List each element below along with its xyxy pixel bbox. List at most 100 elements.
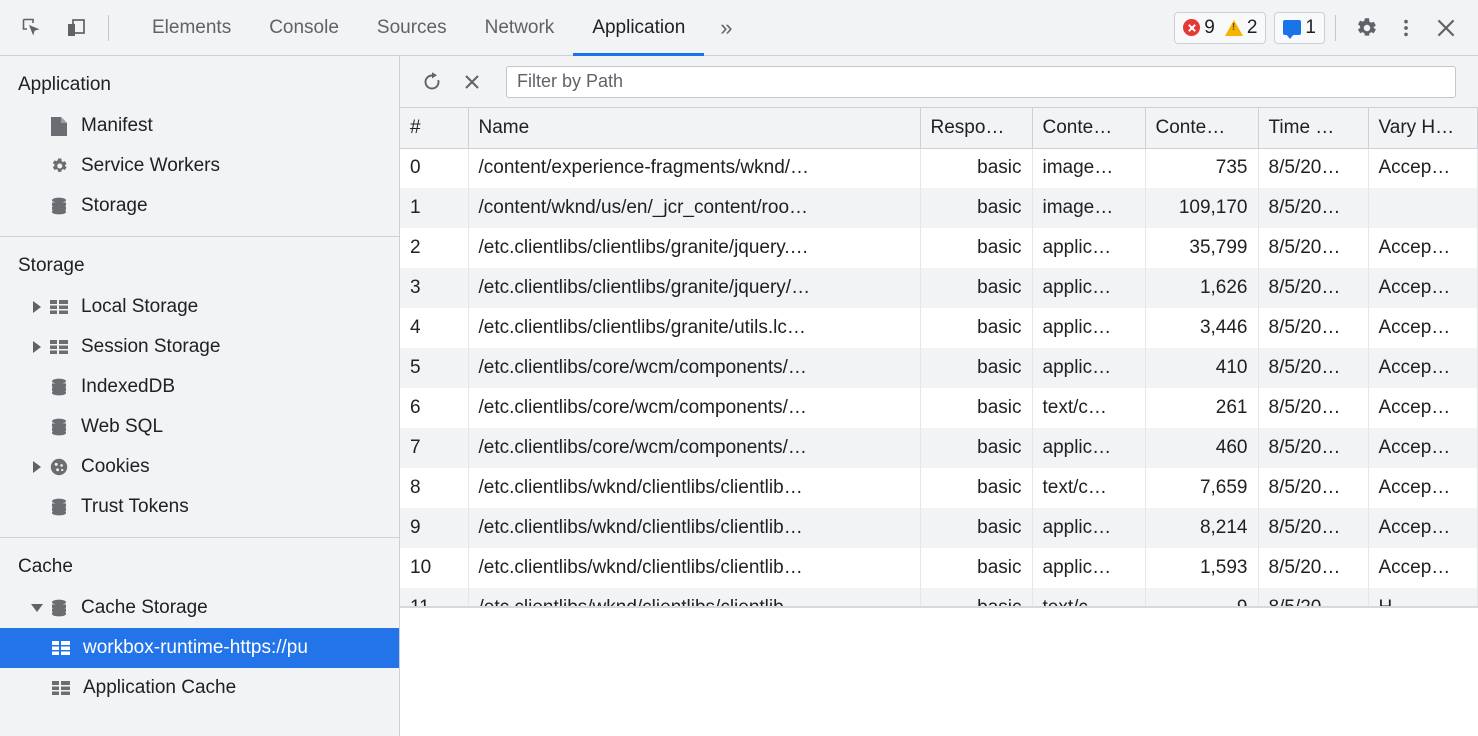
device-toolbar-icon[interactable] <box>54 6 98 50</box>
sidebar-item-label: Storage <box>81 195 148 216</box>
cell-content-type: applic… <box>1032 308 1146 348</box>
table-row[interactable]: 1 /content/wknd/us/en/_jcr_content/roo… … <box>400 188 1478 228</box>
cell-content-length: 261 <box>1145 388 1259 428</box>
error-counter[interactable]: 9 <box>1183 17 1215 39</box>
column-header-time-cached[interactable]: Time … <box>1258 108 1369 149</box>
column-header-vary-header[interactable]: Vary H… <box>1368 108 1478 149</box>
cell-vary-header: Accep… <box>1368 468 1478 508</box>
sidebar-item-indexeddb[interactable]: IndexedDB <box>0 367 399 407</box>
cell-index: 9 <box>400 508 469 548</box>
cell-content-type: text/c… <box>1032 468 1146 508</box>
refresh-icon[interactable] <box>412 62 452 102</box>
column-header-index[interactable]: # <box>400 108 469 149</box>
cache-entries-table-container[interactable]: # Name Respo… Conte… Conte… Time … Vary … <box>400 108 1478 608</box>
cell-time-cached: 8/5/20… <box>1258 588 1369 606</box>
tab-label: Network <box>484 16 555 38</box>
table-body: 0 /content/experience-fragments/wknd/… b… <box>400 148 1478 606</box>
column-header-content-type[interactable]: Conte… <box>1032 108 1146 149</box>
cell-index: 11 <box>400 588 469 606</box>
cell-index: 1 <box>400 188 469 228</box>
cell-vary-header: Accep… <box>1368 228 1478 268</box>
tab-elements[interactable]: Elements <box>133 0 250 56</box>
sidebar-item-manifest[interactable]: Manifest <box>0 106 399 146</box>
sidebar-item-local-storage[interactable]: Local Storage <box>0 287 399 327</box>
more-options-icon[interactable] <box>1386 6 1426 50</box>
sidebar-item-cache-storage[interactable]: Cache Storage <box>0 588 399 628</box>
cell-name: /etc.clientlibs/wknd/clientlibs/clientli… <box>468 548 921 588</box>
cell-time-cached: 8/5/20… <box>1258 468 1369 508</box>
table-row[interactable]: 0 /content/experience-fragments/wknd/… b… <box>400 148 1478 188</box>
cell-name: /etc.clientlibs/clientlibs/granite/utils… <box>468 308 921 348</box>
gear-icon[interactable] <box>1346 6 1386 50</box>
sidebar-item-web-sql[interactable]: Web SQL <box>0 407 399 447</box>
sidebar-section-title: Application <box>18 74 111 95</box>
tab-console[interactable]: Console <box>250 0 358 56</box>
tab-application[interactable]: Application <box>573 0 705 56</box>
table-row[interactable]: 6 /etc.clientlibs/core/wcm/components/… … <box>400 388 1478 428</box>
table-row[interactable]: 2 /etc.clientlibs/clientlibs/granite/jqu… <box>400 228 1478 268</box>
sidebar-section-title: Storage <box>18 255 85 276</box>
sidebar-section-cache: Cache Cache Stor <box>0 538 399 718</box>
table-icon <box>48 336 70 358</box>
table-row[interactable]: 11 /etc.clientlibs/wknd/clientlibs/clien… <box>400 588 1478 606</box>
tab-network[interactable]: Network <box>466 0 574 56</box>
table-row[interactable]: 3 /etc.clientlibs/clientlibs/granite/jqu… <box>400 268 1478 308</box>
cell-content-type: applic… <box>1032 228 1146 268</box>
cell-content-type: applic… <box>1032 348 1146 388</box>
table-row[interactable]: 10 /etc.clientlibs/wknd/clientlibs/clien… <box>400 548 1478 588</box>
cell-content-length: 1,593 <box>1145 548 1259 588</box>
tab-label: Application <box>592 16 686 38</box>
sidebar-item-trust-tokens[interactable]: Trust Tokens <box>0 487 399 527</box>
cell-response-type: basic <box>920 308 1033 348</box>
chevron-right-icon[interactable] <box>28 461 46 473</box>
cell-vary-header: Accep… <box>1368 268 1478 308</box>
tab-sources[interactable]: Sources <box>358 0 466 56</box>
cell-content-type: applic… <box>1032 428 1146 468</box>
error-icon <box>1183 19 1201 36</box>
table-row[interactable]: 8 /etc.clientlibs/wknd/clientlibs/client… <box>400 468 1478 508</box>
cell-content-length: 3,446 <box>1145 308 1259 348</box>
sidebar-item-label: Cache Storage <box>81 597 208 618</box>
gear-icon <box>48 155 70 177</box>
cell-response-type: basic <box>920 468 1033 508</box>
application-sidebar: Application Manifest <box>0 56 400 736</box>
cell-time-cached: 8/5/20… <box>1258 228 1369 268</box>
sidebar-item-cookies[interactable]: Cookies <box>0 447 399 487</box>
cell-content-type: applic… <box>1032 268 1146 308</box>
sidebar-item-application-cache[interactable]: Application Cache <box>0 668 399 708</box>
cell-name: /etc.clientlibs/wknd/clientlibs/clientli… <box>468 508 921 548</box>
sidebar-section-title: Cache <box>18 556 73 577</box>
table-row[interactable]: 9 /etc.clientlibs/wknd/clientlibs/client… <box>400 508 1478 548</box>
table-row[interactable]: 4 /etc.clientlibs/clientlibs/granite/uti… <box>400 308 1478 348</box>
issues-counters[interactable]: 9 2 <box>1174 11 1267 44</box>
more-tabs-icon[interactable]: » <box>704 0 748 56</box>
inspect-element-icon[interactable] <box>10 6 54 50</box>
chevron-down-icon[interactable] <box>28 604 46 612</box>
cell-response-type: basic <box>920 548 1033 588</box>
sidebar-item-label: Application Cache <box>83 677 237 698</box>
filter-by-path-input[interactable] <box>506 65 1456 98</box>
sidebar-item-service-workers[interactable]: Service Workers <box>0 146 399 186</box>
cell-response-type: basic <box>920 148 1033 188</box>
cell-response-type: basic <box>920 428 1033 468</box>
more-tabs-label: » <box>720 14 733 40</box>
cell-response-type: basic <box>920 588 1033 606</box>
column-header-response-type[interactable]: Respo… <box>920 108 1033 149</box>
cell-time-cached: 8/5/20… <box>1258 508 1369 548</box>
messages-counter[interactable]: 1 <box>1274 11 1325 44</box>
sidebar-item-session-storage[interactable]: Session Storage <box>0 327 399 367</box>
sidebar-section-application: Application Manifest <box>0 56 399 237</box>
table-row[interactable]: 5 /etc.clientlibs/core/wcm/components/… … <box>400 348 1478 388</box>
chevron-right-icon[interactable] <box>28 341 46 353</box>
cell-response-type: basic <box>920 388 1033 428</box>
cell-content-length: 410 <box>1145 348 1259 388</box>
table-row[interactable]: 7 /etc.clientlibs/core/wcm/components/… … <box>400 428 1478 468</box>
warning-counter[interactable]: 2 <box>1224 17 1257 39</box>
column-header-name[interactable]: Name <box>468 108 921 149</box>
column-header-content-length[interactable]: Conte… <box>1145 108 1259 149</box>
delete-entry-icon[interactable] <box>452 62 492 102</box>
sidebar-item-workbox-runtime-cache[interactable]: workbox-runtime-https://pu <box>0 628 399 668</box>
chevron-right-icon[interactable] <box>28 301 46 313</box>
sidebar-item-storage[interactable]: Storage <box>0 186 399 226</box>
close-icon[interactable] <box>1426 6 1466 50</box>
